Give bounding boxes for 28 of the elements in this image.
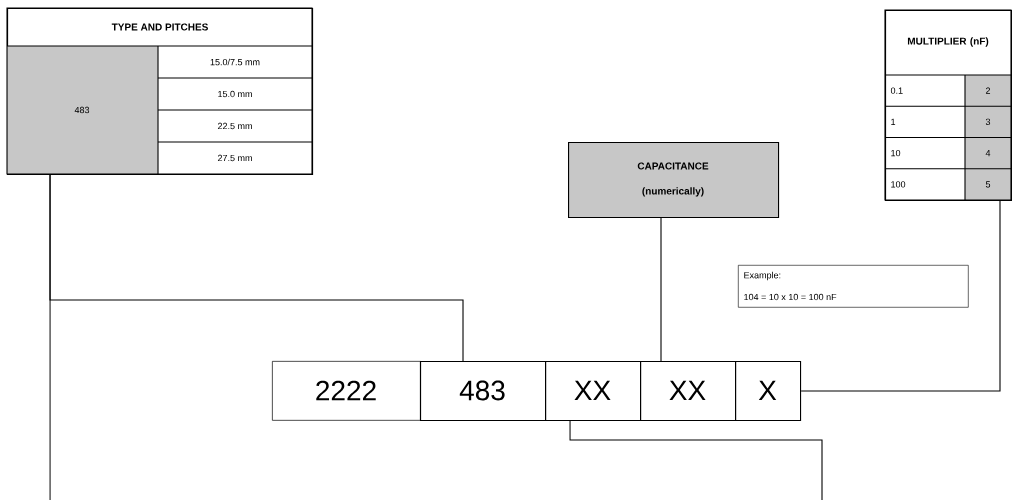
- multiplier-value: 1: [891, 118, 896, 125]
- connector-line: [660, 217, 662, 362]
- code-box: X: [735, 361, 802, 422]
- pitch-value: 27.5 mm: [217, 154, 252, 162]
- pitch-value: 15.0 mm: [218, 90, 252, 98]
- connector-line: [569, 420, 823, 500]
- table: [884, 9, 1012, 202]
- connector-line: [800, 200, 1001, 392]
- table: [6, 7, 314, 176]
- connector-line: [49, 174, 51, 500]
- heading-box: CAPACITANCE (numerically): [568, 142, 780, 219]
- code-box: XX: [640, 361, 737, 422]
- code-digit: 5: [985, 181, 991, 188]
- note-box: Example: 104 = 10 x 10 = 100 nF: [738, 265, 969, 308]
- code-digit: 4: [985, 150, 991, 157]
- code-digit: 2: [985, 87, 991, 94]
- code-digit: 3: [985, 118, 991, 126]
- table-heading: MULTIPLIER (nF): [907, 37, 989, 47]
- pitch-value: 15.0/7.5 mm: [210, 58, 260, 66]
- multiplier-value: 10: [891, 149, 901, 157]
- multiplier-value: 100: [891, 181, 906, 188]
- code-box: 483: [420, 361, 547, 422]
- table-heading: TYPE AND PITCHES: [111, 23, 208, 31]
- type-code: 483: [74, 106, 90, 114]
- pitch-value: 22.5 mm: [217, 122, 252, 130]
- multiplier-value: 0.1: [890, 87, 903, 94]
- code-box: 2222: [272, 361, 421, 421]
- code-box: XX: [545, 361, 642, 422]
